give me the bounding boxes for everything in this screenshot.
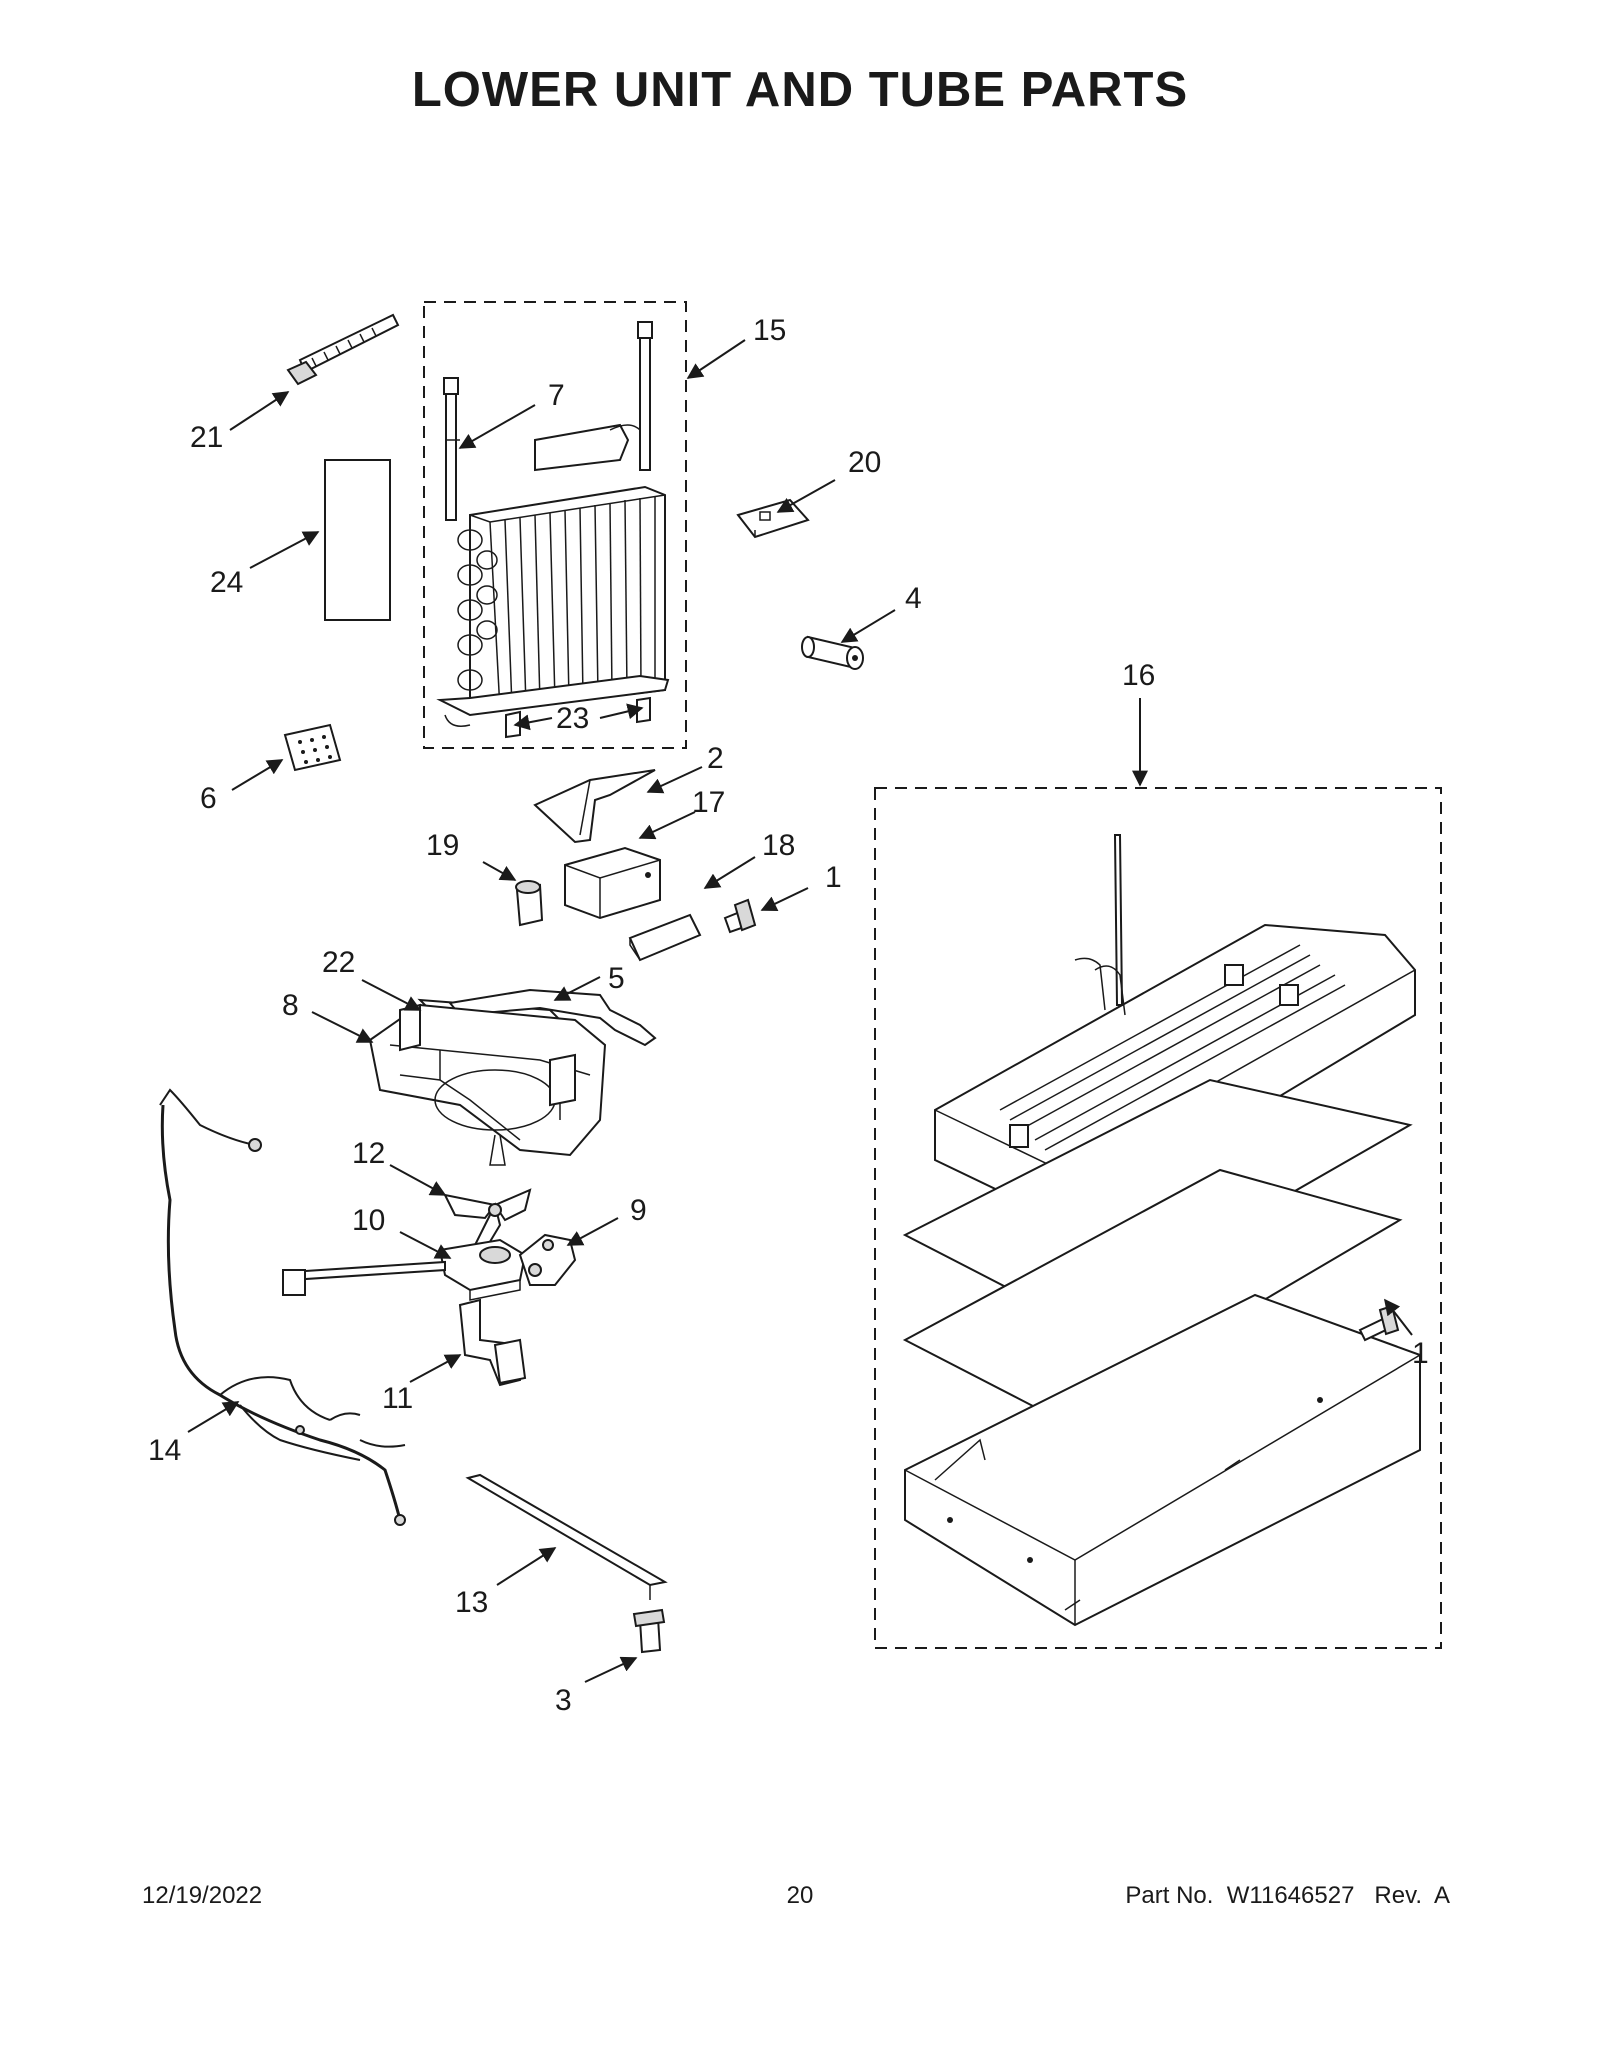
callout-24: 24 bbox=[210, 566, 243, 599]
print-date: 12/19/2022 bbox=[142, 1882, 263, 1909]
thermistor-part bbox=[518, 1233, 577, 1286]
insulation-tape-part bbox=[324, 459, 391, 621]
cable-tie-part bbox=[286, 313, 400, 386]
page-title: LOWER UNIT AND TUBE PARTS bbox=[411, 63, 1189, 117]
evaporator-part bbox=[436, 321, 670, 727]
clip-part-b bbox=[636, 696, 651, 724]
drain-tube-part bbox=[448, 988, 657, 1047]
callout-6: 6 bbox=[200, 782, 217, 815]
callout-17: 17 bbox=[692, 786, 725, 819]
callout-13: 13 bbox=[455, 1586, 488, 1619]
callout-20: 20 bbox=[848, 446, 881, 479]
callout-19: 19 bbox=[426, 829, 459, 862]
callout-15: 15 bbox=[753, 314, 786, 347]
plate-part bbox=[628, 913, 702, 962]
callout-1-upper: 1 bbox=[825, 861, 842, 894]
callout-4: 4 bbox=[905, 582, 922, 615]
callout-18: 18 bbox=[762, 829, 795, 862]
wire-harness-part bbox=[159, 1088, 406, 1526]
defrost-heater-tray-part bbox=[934, 834, 1416, 1222]
drain-pan-assembly-box bbox=[874, 787, 1442, 1649]
insulation-sheet-lower bbox=[902, 1168, 1403, 1422]
callout-1-right: 1 bbox=[1412, 1337, 1429, 1370]
motor-bracket-part bbox=[458, 1298, 527, 1387]
box-bracket-part bbox=[564, 846, 661, 920]
foam-block-part bbox=[736, 498, 810, 539]
callout-11: 11 bbox=[382, 1382, 413, 1415]
small-cylinder-part bbox=[515, 880, 544, 927]
callout-3: 3 bbox=[555, 1684, 572, 1717]
callout-23: 23 bbox=[556, 702, 589, 735]
callout-16: 16 bbox=[1122, 659, 1155, 692]
cylinder-part bbox=[801, 635, 864, 670]
evaporator-assembly-box bbox=[423, 301, 687, 749]
callout-9: 9 bbox=[630, 1194, 647, 1227]
pad-part bbox=[283, 723, 342, 772]
callout-2: 2 bbox=[707, 742, 724, 775]
callout-10: 10 bbox=[352, 1204, 385, 1237]
page-number: 20 bbox=[786, 1882, 814, 1909]
callout-5: 5 bbox=[608, 962, 625, 995]
callout-7: 7 bbox=[548, 379, 565, 412]
callout-22: 22 bbox=[322, 946, 355, 979]
callout-21: 21 bbox=[190, 421, 223, 454]
callout-12: 12 bbox=[352, 1137, 385, 1170]
drain-pan-part bbox=[904, 1293, 1421, 1627]
callout-8: 8 bbox=[282, 989, 299, 1022]
bracket-part bbox=[533, 769, 656, 844]
fan-motor-part bbox=[282, 1238, 527, 1301]
leader-arrows bbox=[187, 339, 1413, 1683]
screw-part-upper bbox=[723, 898, 757, 934]
document-part-number: Part No. W11646527 Rev. A bbox=[1125, 1882, 1450, 1909]
fan-housing-part bbox=[368, 1003, 607, 1166]
callout-14: 14 bbox=[148, 1434, 181, 1467]
fan-blade-part bbox=[443, 1188, 532, 1257]
screw-part-bottom bbox=[632, 1608, 666, 1654]
bottom-strip-part bbox=[465, 1473, 668, 1600]
